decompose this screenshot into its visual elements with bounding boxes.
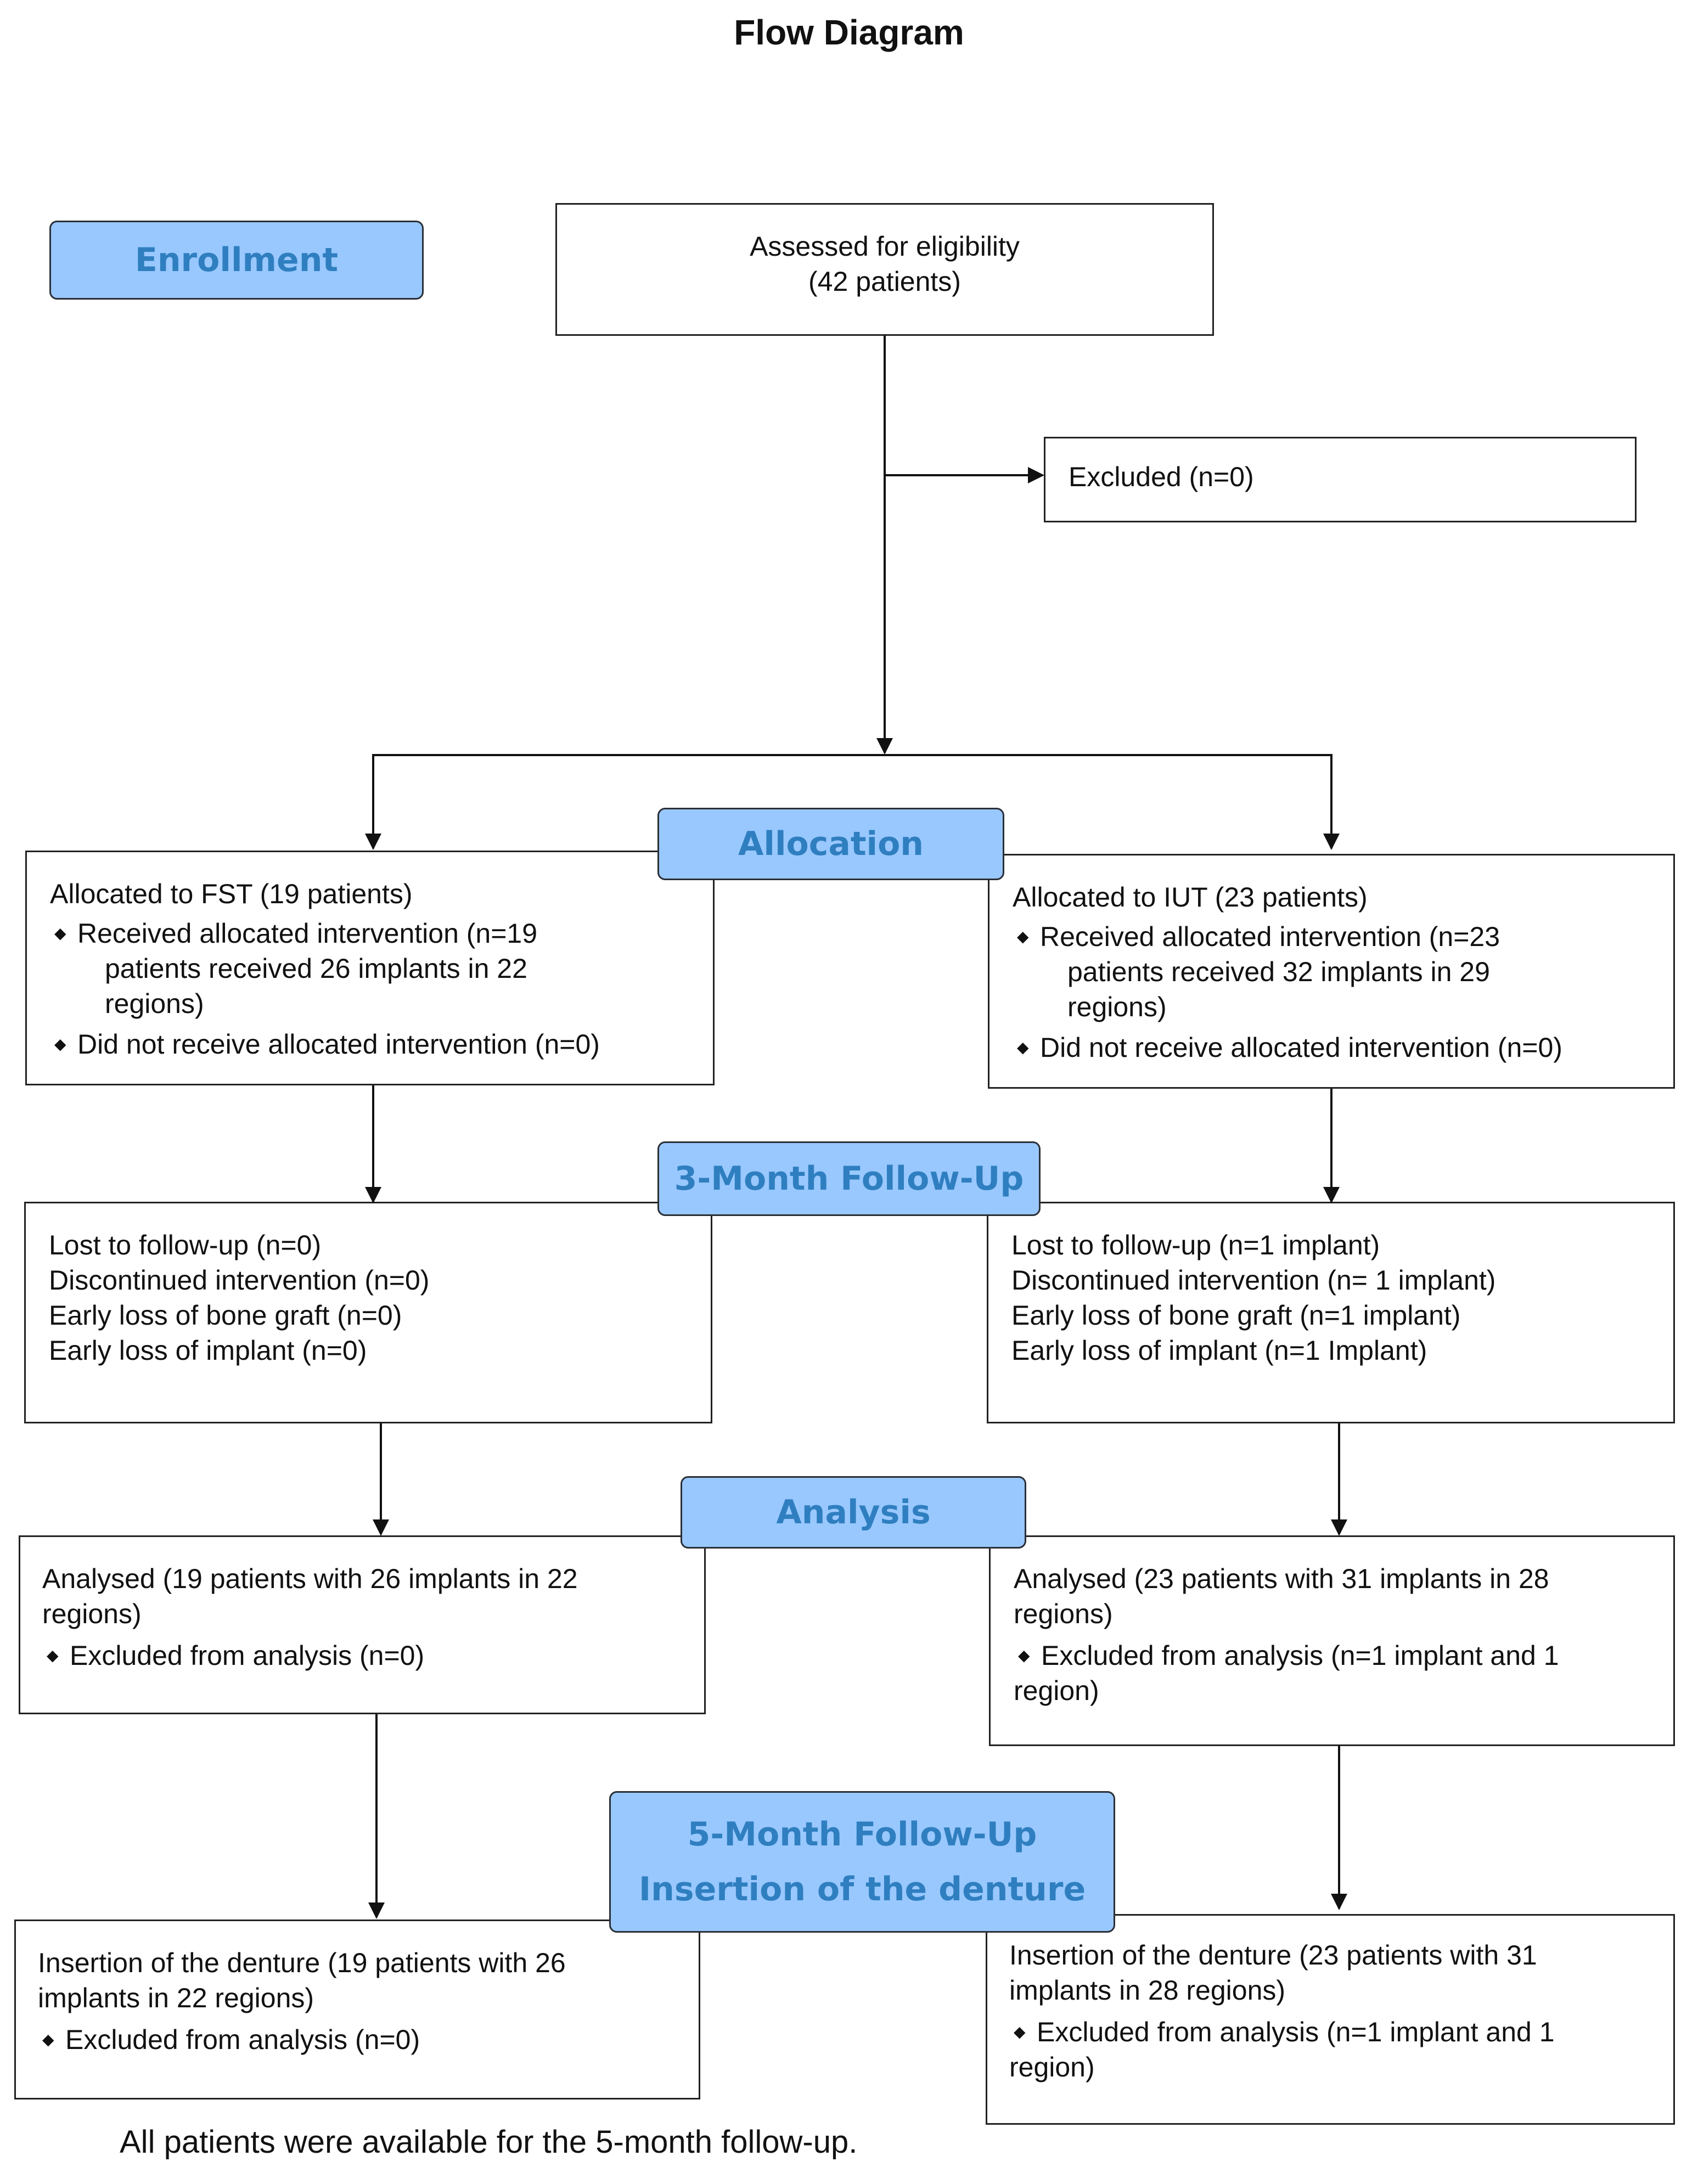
stage-followup-5-month: 5-Month Follow-Up Insertion of the dentu… [609,1791,1115,1933]
stage-followup-3-month: 3-Month Follow-Up [657,1141,1041,1216]
fst-discontinued: Discontinued intervention (n=0) [49,1265,430,1296]
bullet-icon: ◆ [1017,1039,1029,1056]
iut-allocated: Allocated to IUT (23 patients) [1013,882,1368,913]
iut-denture: Insertion of the denture (23 patients wi… [1009,1940,1537,1971]
iut-lost: Lost to follow-up (n=1 implant) [1011,1230,1380,1260]
iut-analysis-box: Analysed (23 patients with 31 implants i… [989,1535,1675,1746]
iut-graft-loss: Early loss of bone graft (n=1 implant) [1011,1300,1461,1331]
assessed-box: Assessed for eligibility (42 patients) [555,203,1214,336]
stage-enrollment: Enrollment [49,221,424,300]
connector-split-left [365,754,885,850]
excluded-box: Excluded (n=0) [1044,437,1637,522]
fst-received-item: ◆ Received allocated intervention (n=19 … [50,916,713,1021]
fst-allocation-box: Allocated to FST (19 patients) ◆ Receive… [25,851,715,1085]
fst-analysed: Analysed (19 patients with 26 implants i… [42,1563,578,1594]
stage-allocation: Allocation [657,808,1004,880]
iut-followup-box: Lost to follow-up (n=1 implant) Disconti… [987,1202,1675,1423]
fst-denture-excluded-item: ◆ Excluded from analysis (n=0) [38,2022,699,2057]
bullet-icon: ◆ [54,1035,66,1052]
assessed-count: (42 patients) [808,266,961,297]
bullet-icon: ◆ [42,2031,54,2048]
footer-note: All patients were available for the 5-mo… [120,2124,858,2160]
iut-denture-excluded-item: ◆ Excluded from analysis (n=1 implant an… [1009,2014,1673,2050]
iut-implant-loss: Early loss of implant (n=1 Implant) [1011,1335,1427,1366]
fst-excluded-analysis-item: ◆ Excluded from analysis (n=0) [42,1638,704,1673]
bullet-icon: ◆ [1017,928,1029,945]
excluded-label: Excluded (n=0) [1069,461,1254,492]
assessed-label: Assessed for eligibility [750,231,1020,262]
fst-analysis-box: Analysed (19 patients with 26 implants i… [19,1535,706,1714]
diagram-title: Flow Diagram [734,13,964,52]
fst-implant-loss: Early loss of implant (n=0) [49,1335,367,1366]
iut-not-received-item: ◆ Did not receive allocated intervention… [1013,1030,1673,1065]
connector-split-right [885,754,1340,850]
stage-analysis: Analysis [681,1476,1026,1549]
fst-graft-loss: Early loss of bone graft (n=0) [49,1300,402,1331]
iut-analysed: Analysed (23 patients with 31 implants i… [1014,1563,1549,1594]
iut-discontinued: Discontinued intervention (n= 1 implant) [1011,1265,1496,1296]
fst-not-received-item: ◆ Did not receive allocated intervention… [50,1027,713,1062]
iut-allocation-box: Allocated to IUT (23 patients) ◆ Receive… [988,854,1675,1089]
fst-allocated: Allocated to FST (19 patients) [50,879,413,909]
fst-lost: Lost to follow-up (n=0) [49,1230,322,1260]
fst-denture: Insertion of the denture (19 patients wi… [38,1947,566,1978]
bullet-icon: ◆ [1018,1647,1030,1664]
fst-denture-box: Insertion of the denture (19 patients wi… [14,1920,700,2099]
bullet-icon: ◆ [1014,2023,1026,2040]
fst-followup-box: Lost to follow-up (n=0) Discontinued int… [24,1202,712,1423]
iut-received-item: ◆ Received allocated intervention (n=23 … [1013,919,1673,1025]
iut-denture-box: Insertion of the denture (23 patients wi… [986,1914,1675,2125]
bullet-icon: ◆ [47,1647,59,1664]
iut-excluded-analysis-item: ◆ Excluded from analysis (n=1 implant an… [1014,1638,1673,1673]
bullet-icon: ◆ [54,925,66,942]
